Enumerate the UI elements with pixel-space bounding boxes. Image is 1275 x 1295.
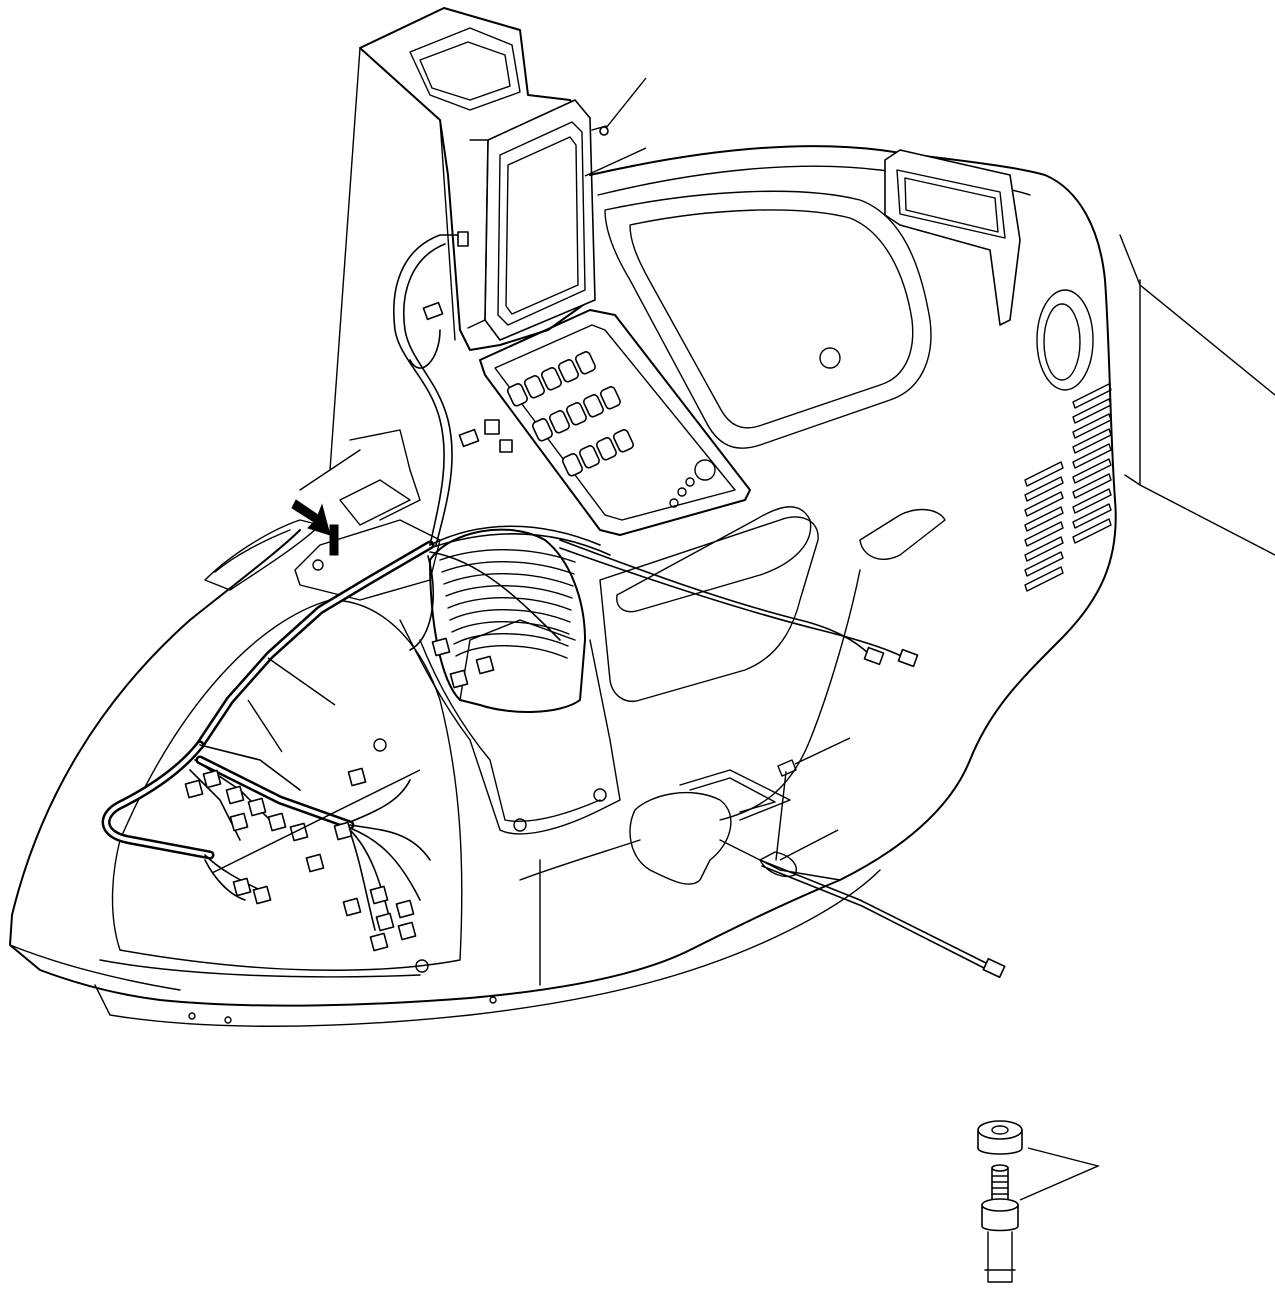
switch-key	[578, 445, 600, 469]
louver-slat	[1072, 428, 1112, 454]
connector	[252, 885, 272, 905]
connector	[397, 921, 417, 941]
connector	[305, 853, 325, 873]
harness-wire	[204, 859, 246, 901]
switch-key	[557, 359, 579, 383]
louver-slat	[1072, 398, 1112, 424]
callout-leaders	[211, 77, 851, 874]
connector	[369, 885, 389, 905]
louver-slat	[1024, 476, 1064, 502]
harness-wire	[349, 831, 376, 931]
upper-recess	[604, 190, 932, 449]
switch-key	[599, 386, 621, 410]
boot-rib	[439, 549, 576, 563]
louver-slat	[1072, 458, 1112, 484]
connector	[475, 655, 495, 675]
rear-pillar	[329, 7, 591, 471]
connectors	[184, 637, 495, 952]
harness-wire	[409, 555, 434, 651]
switch-key	[595, 437, 617, 461]
front-console-panel	[399, 619, 621, 835]
switch-key	[531, 418, 553, 442]
pillar-wires	[393, 231, 513, 546]
frame-lines	[1119, 234, 1275, 556]
harness-wire	[199, 744, 301, 791]
connector	[333, 821, 353, 841]
switch-key	[523, 375, 545, 399]
switch-key	[540, 367, 562, 391]
cup-holder	[629, 769, 841, 885]
connector	[232, 877, 252, 897]
connector	[202, 769, 222, 789]
louver-slat	[1024, 491, 1064, 517]
control-lever-boot	[429, 528, 586, 713]
side-handle-recess	[599, 506, 946, 821]
connector	[229, 812, 249, 832]
connector	[431, 637, 451, 657]
switch-key	[506, 383, 528, 407]
rear-lamp-box	[884, 149, 1021, 326]
switch-key	[565, 402, 587, 426]
boot-rib	[453, 633, 569, 647]
harness-wire	[204, 854, 261, 891]
boot-rib	[447, 597, 572, 611]
harness-wire	[349, 824, 431, 861]
louver-slat	[1072, 443, 1112, 469]
boot-rib	[455, 645, 568, 659]
switch-key	[574, 351, 596, 375]
connector	[267, 812, 287, 832]
side-port	[1036, 289, 1094, 391]
louver-slat	[1024, 536, 1064, 562]
boot-rib	[445, 585, 573, 599]
louver-slat	[1024, 551, 1064, 577]
connector	[247, 797, 267, 817]
louver-slat	[1024, 461, 1064, 487]
boot-rib	[449, 609, 571, 623]
harness-wire	[429, 533, 611, 556]
louver-slat	[1024, 506, 1064, 532]
connector	[347, 767, 367, 787]
louver-slat	[1072, 503, 1112, 529]
louver-slat	[1072, 383, 1112, 409]
connector	[395, 899, 415, 919]
console-body	[9, 145, 1117, 1027]
bracket-with-arrow	[291, 479, 411, 556]
wiring-harness	[101, 525, 611, 931]
switch-panel	[479, 309, 751, 536]
switch-key	[561, 453, 583, 477]
connector	[375, 912, 395, 932]
monitor-panel	[467, 99, 596, 341]
front-cowl	[99, 519, 497, 1024]
louver-slat	[1072, 473, 1112, 499]
detail-bolt-and-nut	[977, 1120, 1101, 1283]
connector	[342, 897, 362, 917]
harness-wire	[429, 525, 601, 546]
connector	[369, 932, 389, 952]
harness-wire	[349, 779, 411, 823]
louver-slat	[1024, 566, 1064, 592]
louver-slat	[1072, 518, 1112, 544]
switch-key	[582, 394, 604, 418]
connector	[449, 669, 469, 689]
louver-slat	[1072, 488, 1112, 514]
connector	[225, 785, 245, 805]
louver-slat	[1024, 521, 1064, 547]
connector	[184, 779, 204, 799]
switch-key	[612, 429, 634, 453]
connector	[289, 822, 309, 842]
louver-grill	[1024, 383, 1112, 592]
boot-rib	[441, 561, 575, 575]
side-cable	[559, 539, 1006, 979]
harness-wire	[349, 829, 391, 921]
louver-slat	[1072, 413, 1112, 439]
harness-wire	[429, 551, 561, 641]
switch-key	[548, 410, 570, 434]
harness-wire	[349, 827, 421, 901]
boot-rib	[443, 573, 574, 587]
boot-rib	[451, 621, 570, 635]
